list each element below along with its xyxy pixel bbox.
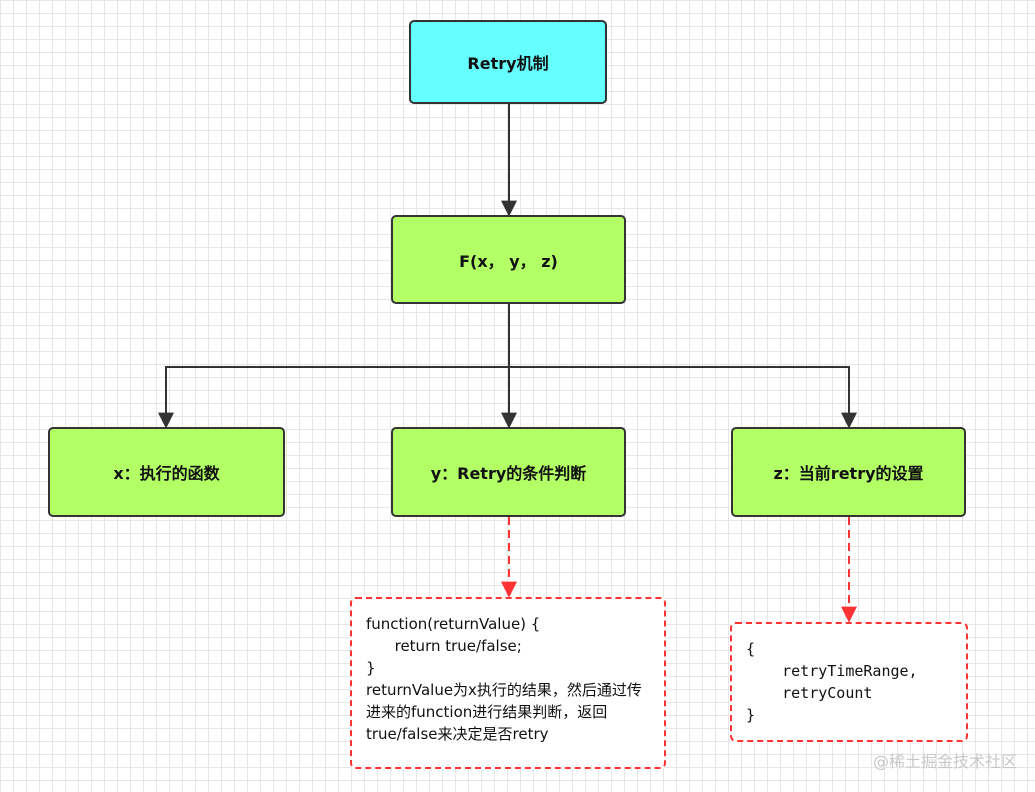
edge-f-to-x	[158, 304, 510, 429]
note-z-line: retryCount	[746, 684, 873, 702]
note-y-line: function(returnValue) {	[366, 615, 541, 633]
node-z-settings[interactable]: z：当前retry的设置	[731, 427, 966, 517]
note-y-line: return true/false;	[366, 637, 522, 655]
node-y-condition[interactable]: y：Retry的条件判断	[391, 427, 626, 517]
note-z-line: }	[746, 706, 756, 724]
note-y-explanation: returnValue为x执行的结果，然后通过传进来的function进行结果判…	[366, 681, 642, 743]
watermark: @稀土掘金技术社区	[872, 752, 1017, 771]
note-z-settings: { retryTimeRange, retryCount }	[730, 622, 968, 742]
node-f-xyz[interactable]: F(x， y， z)	[391, 215, 626, 304]
note-z-line: retryTimeRange,	[746, 662, 918, 680]
note-z-line: {	[746, 640, 756, 658]
edge-f-to-z	[509, 366, 857, 429]
note-y-line: }	[366, 659, 376, 677]
note-y-condition: function(returnValue) { return true/fals…	[350, 597, 666, 769]
node-retry-mechanism[interactable]: Retry机制	[409, 20, 607, 104]
node-x-function[interactable]: x：执行的函数	[48, 427, 285, 517]
